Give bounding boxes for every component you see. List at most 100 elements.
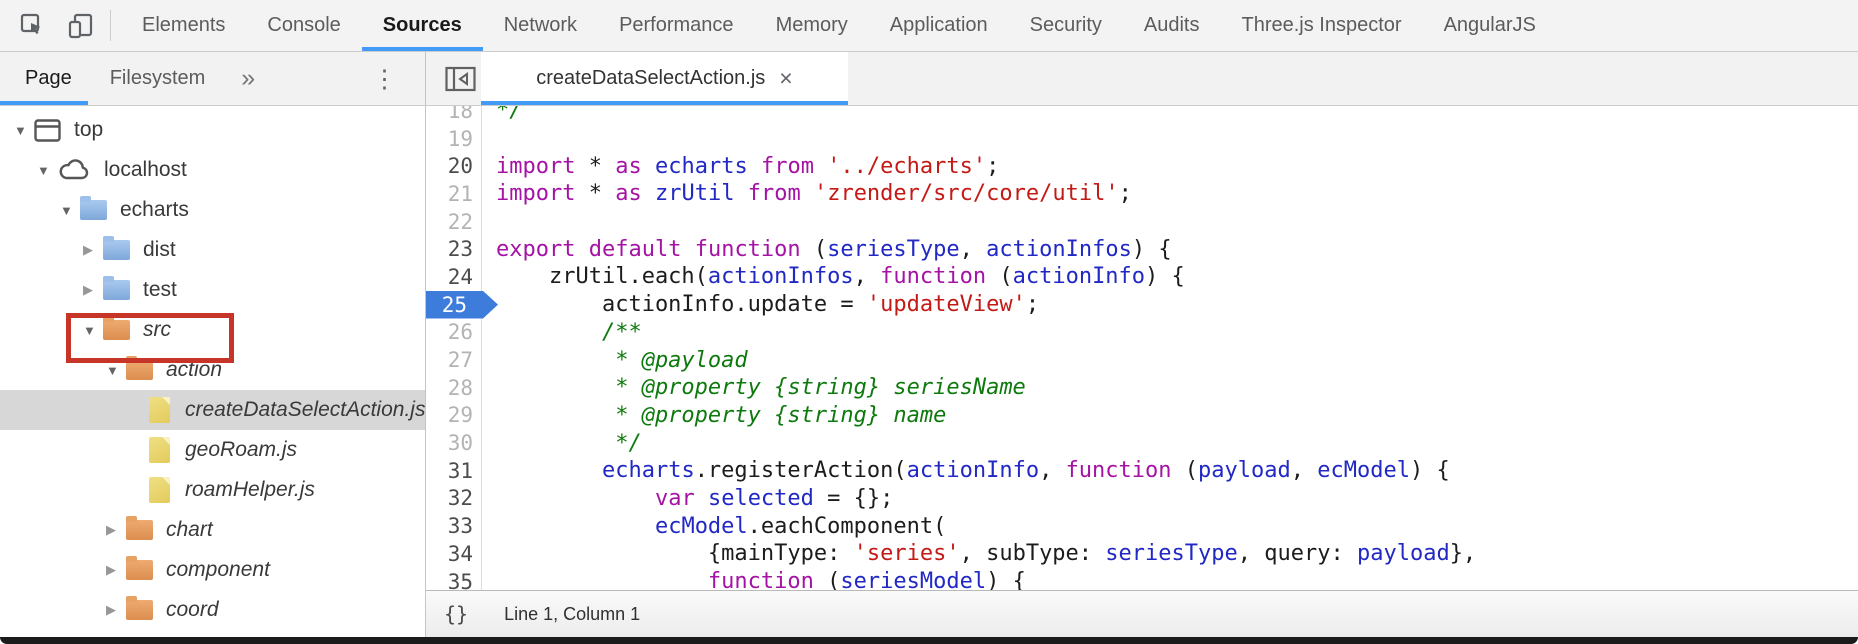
- cursor-position-label: Line 1, Column 1: [504, 603, 641, 624]
- expander-open-icon[interactable]: ▼: [14, 122, 27, 138]
- folder-orange-icon: [126, 596, 153, 620]
- line-number-35[interactable]: 35: [447, 569, 473, 590]
- code-line-text: echarts.registerAction(actionInfo, funct…: [601, 458, 1450, 484]
- tab-elements[interactable]: Elements: [142, 14, 226, 36]
- tree-item-label: action: [166, 358, 223, 381]
- code-line-text: import * as zrUtil from 'zrender/src/cor…: [496, 181, 1132, 207]
- expander-closed-icon[interactable]: ▶: [106, 562, 116, 577]
- navigator-tab-filesystem[interactable]: Filesystem: [109, 67, 206, 89]
- expander-closed-icon[interactable]: ▶: [83, 242, 93, 257]
- tree-item-component[interactable]: ▶ component: [0, 550, 425, 590]
- inspect-element-icon[interactable]: [16, 9, 50, 43]
- navigator-header: Page Filesystem » ⋮: [0, 52, 426, 105]
- navigator-more-menu-icon[interactable]: ⋮: [372, 64, 397, 93]
- tree-item-action[interactable]: ▼ action: [0, 350, 425, 390]
- tree-item-coord[interactable]: ▶coord: [0, 590, 425, 630]
- tree-item-createdataselectaction-js[interactable]: createDataSelectAction.js: [0, 390, 425, 430]
- toolbar-divider: [110, 10, 111, 41]
- file-icon: [149, 397, 170, 423]
- line-number-21[interactable]: 21: [447, 181, 473, 206]
- tree-item-localhost[interactable]: ▼localhost: [0, 150, 425, 190]
- pretty-print-icon[interactable]: {}: [444, 602, 469, 626]
- code-line-34: 34 {mainType: 'series', subType: seriesT…: [426, 540, 1858, 568]
- tree-item-test[interactable]: ▶test: [0, 270, 425, 310]
- line-number-34[interactable]: 34: [447, 541, 473, 566]
- line-number-24[interactable]: 24: [447, 264, 473, 289]
- folder-blue-icon: [103, 276, 130, 300]
- expander-open-icon[interactable]: ▼: [106, 362, 119, 378]
- collapse-navigator-icon[interactable]: [445, 52, 476, 105]
- tab-performance[interactable]: Performance: [619, 14, 734, 36]
- folder-blue-icon: [80, 196, 107, 220]
- code-line-text: * @payload: [496, 347, 748, 373]
- sources-content: ▼top▼localhost▼echarts▶dist▶test▼src▼act…: [0, 106, 1858, 637]
- navigator-tabs: Page Filesystem: [0, 52, 215, 105]
- tab-memory[interactable]: Memory: [775, 14, 848, 36]
- tree-item-src[interactable]: ▼src: [0, 310, 425, 363]
- folder-orange-icon: [126, 556, 153, 580]
- line-number-32[interactable]: 32: [447, 486, 473, 511]
- tree-item-dist[interactable]: ▶ dist: [0, 230, 425, 270]
- tree-item-roamhelper-js[interactable]: roamHelper.js: [0, 470, 425, 510]
- tree-item-label: dist: [143, 238, 176, 261]
- line-number-20[interactable]: 20: [447, 154, 473, 179]
- tab-network[interactable]: Network: [503, 14, 578, 36]
- device-toolbar-icon[interactable]: [64, 9, 98, 43]
- editor-tab-createDataSelectAction[interactable]: createDataSelectAction.js ×: [481, 52, 848, 105]
- line-number-33[interactable]: 33: [447, 514, 473, 539]
- expander-open-icon[interactable]: ▼: [83, 322, 96, 338]
- file-icon: [149, 437, 170, 463]
- code-line-text: */: [496, 106, 523, 124]
- toolbar-icon-group: [0, 0, 98, 51]
- navigator-overflow-chevron-icon[interactable]: »: [241, 64, 256, 92]
- tab-audits[interactable]: Audits: [1143, 14, 1200, 36]
- tab-console[interactable]: Console: [267, 14, 341, 36]
- window-bottom-edge: [0, 637, 1858, 644]
- tab-sources[interactable]: Sources: [362, 0, 483, 51]
- tree-item-label: top: [74, 118, 104, 141]
- code-line-19: 19: [426, 125, 1858, 153]
- code-line-24: 24 zrUtil.each(actionInfos, function (ac…: [426, 263, 1858, 291]
- tree-item-echarts[interactable]: ▼ echarts: [0, 190, 425, 230]
- line-number-30[interactable]: 30: [447, 431, 473, 456]
- expander-open-icon[interactable]: ▼: [37, 162, 50, 178]
- tab-application[interactable]: Application: [889, 14, 988, 36]
- tab-security[interactable]: Security: [1029, 14, 1102, 36]
- code-line-text: zrUtil.each(actionInfos, function (actio…: [496, 264, 1185, 290]
- tree-item-top[interactable]: ▼ top: [0, 110, 425, 150]
- tree-item-chart[interactable]: ▶chart: [0, 510, 425, 550]
- line-number-27[interactable]: 27: [447, 348, 473, 373]
- line-number-23[interactable]: 23: [447, 237, 473, 262]
- expander-closed-icon[interactable]: ▶: [83, 282, 93, 297]
- expander-open-icon[interactable]: ▼: [60, 202, 73, 218]
- line-number-19[interactable]: 19: [447, 126, 473, 151]
- expander-closed-icon[interactable]: ▶: [106, 522, 116, 537]
- code-line-35: 35 function (seriesModel) {: [426, 568, 1858, 590]
- close-tab-icon[interactable]: ×: [779, 65, 793, 91]
- devtools-main-toolbar: Elements Console Sources Network Performance…: [0, 0, 1858, 52]
- tab-three-js-inspector[interactable]: Three.js Inspector: [1241, 14, 1402, 36]
- tree-item-georoam-js[interactable]: geoRoam.js: [0, 430, 425, 470]
- editor-tab-title: createDataSelectAction.js: [536, 67, 766, 89]
- execution-line-badge[interactable]: 25: [426, 290, 498, 319]
- tree-item-label: echarts: [120, 198, 189, 221]
- line-number-18[interactable]: 18: [447, 106, 473, 123]
- editor-status-bar: {} Line 1, Column 1: [426, 590, 1858, 637]
- line-number-31[interactable]: 31: [447, 458, 473, 483]
- code-line-text: */: [496, 430, 642, 456]
- line-number-28[interactable]: 28: [447, 375, 473, 400]
- code-line-text: export default function (seriesType, act…: [496, 236, 1172, 262]
- expander-closed-icon[interactable]: ▶: [106, 602, 116, 617]
- frame-icon: [34, 118, 61, 142]
- line-number-22[interactable]: 22: [447, 209, 473, 234]
- line-number-26[interactable]: 26: [447, 320, 473, 345]
- panel-tabs: Elements Console Sources Network Performance…: [121, 0, 1557, 51]
- navigator-tab-page[interactable]: Page: [0, 52, 88, 105]
- tab-angularjs[interactable]: AngularJS: [1443, 14, 1536, 36]
- tree-item-label: component: [166, 558, 270, 581]
- line-number-29[interactable]: 29: [447, 403, 473, 428]
